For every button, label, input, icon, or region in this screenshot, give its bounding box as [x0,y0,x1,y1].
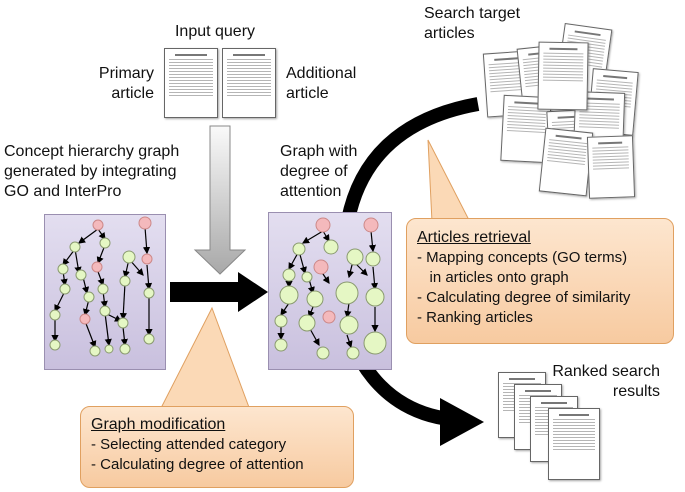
curve-to-search [341,97,480,222]
articles-retrieval-callout: Articles retrieval - Mapping concepts (G… [406,218,674,344]
input-query-label: Input query [174,23,256,40]
graph-modification-title: Graph modification [91,416,226,433]
graph-modification-callout: Graph modification - Selecting attended … [80,406,354,488]
retrieval-item: - Mapping concepts (GO terms) [417,249,628,266]
results-arrowhead [440,398,484,446]
retrieval-item: - Calculating degree of similarity [417,289,631,306]
target-doc [538,127,594,197]
concept-graph [49,216,155,357]
modification-item: - Calculating degree of attention [91,456,304,473]
modification-item: - Selecting attended category [91,436,287,453]
retrieval-item: in articles onto graph [417,269,569,286]
retrieval-item: - Ranking articles [417,309,533,326]
attention-graph-panel [268,212,392,370]
target-doc [537,41,589,111]
target-doc [586,135,636,199]
primary-article-doc [164,48,218,118]
articles-retrieval-title: Articles retrieval [417,229,531,246]
down-arrow [193,125,247,275]
ranked-doc [548,408,600,480]
right-arrow [170,272,268,312]
attention-graph [274,217,387,360]
concept-graph-panel [44,214,166,370]
additional-article-doc [222,48,276,118]
